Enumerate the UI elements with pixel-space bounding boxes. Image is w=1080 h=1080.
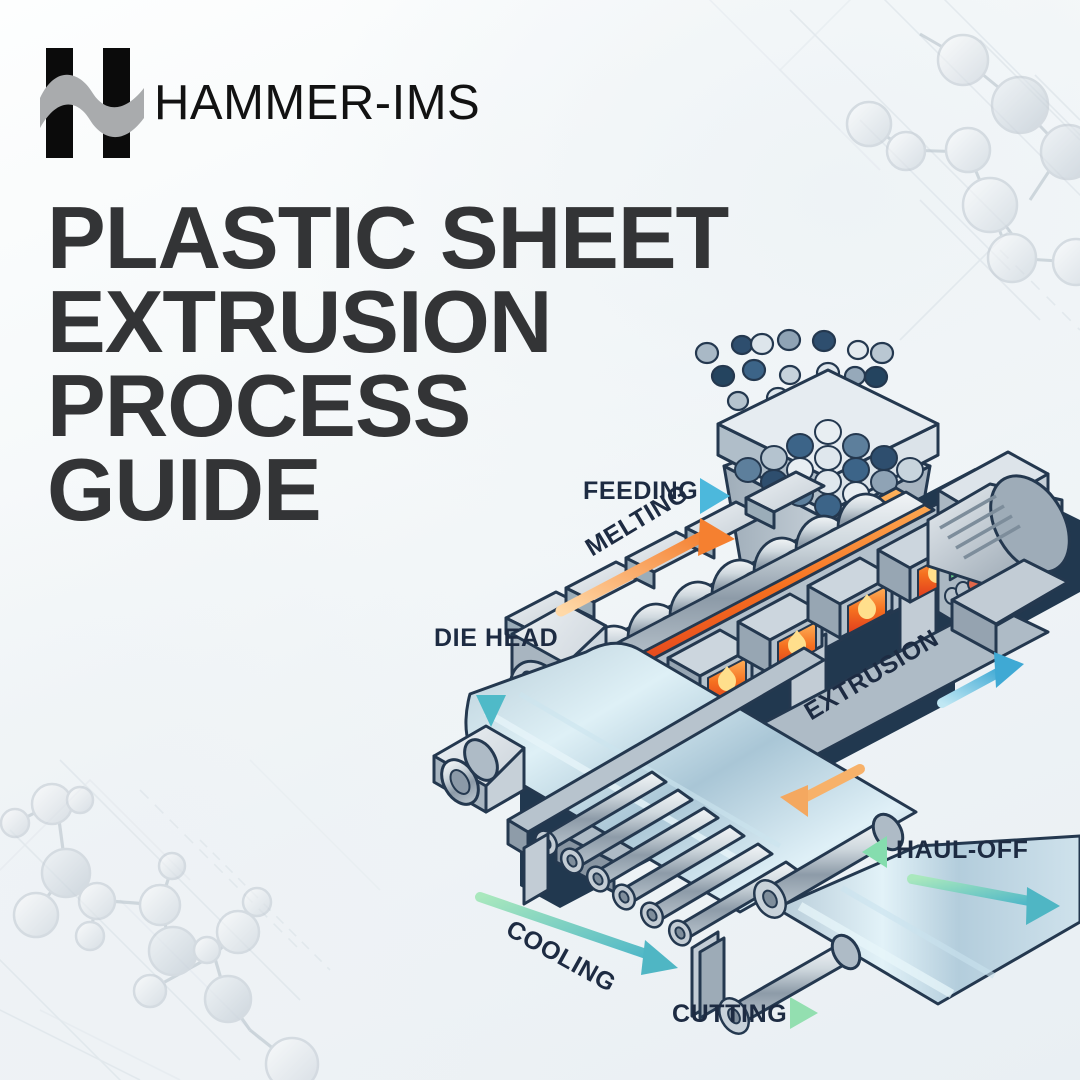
process-label-feeding: FEEDING bbox=[583, 477, 699, 505]
die-head-arrow-icon bbox=[476, 659, 506, 727]
haul-off-flow-arrow-icon bbox=[907, 874, 1060, 925]
brand-logo: HAMMER-IMS bbox=[40, 44, 480, 162]
haul-off-roller-bottom bbox=[718, 933, 862, 1035]
process-label-die-head: DIE HEAD bbox=[434, 624, 559, 652]
title-line-4: GUIDE bbox=[47, 440, 322, 540]
title-line-1: PLASTIC SHEET bbox=[47, 188, 729, 287]
melting-arrow-icon bbox=[555, 518, 735, 617]
title-line-3: PROCESS bbox=[47, 356, 471, 456]
finished-sheet bbox=[774, 834, 1080, 1006]
extrusion-arrow-icon bbox=[780, 652, 1024, 817]
haul-off-section bbox=[718, 812, 1080, 1035]
process-label-cutting: CUTTING bbox=[672, 1000, 788, 1028]
haul-off-arrow-icon bbox=[862, 836, 887, 868]
cutting-arrow-icon bbox=[790, 997, 818, 1029]
haul-off-roller-top bbox=[753, 812, 905, 919]
cooling-arrow-icon bbox=[475, 892, 678, 975]
hammer-h-wave-logo-icon bbox=[40, 48, 144, 158]
process-arrows bbox=[475, 478, 1060, 1029]
process-label-haul-off: HAUL-OFF bbox=[896, 836, 1029, 864]
brand-name: HAMMER-IMS bbox=[154, 76, 481, 130]
page-title: PLASTIC SHEET EXTRUSION PROCESS GUIDE bbox=[47, 188, 807, 540]
chill-roller-left bbox=[432, 724, 526, 814]
drive-motor bbox=[926, 474, 1071, 656]
title-line-2: EXTRUSION bbox=[47, 272, 552, 372]
feeding-arrow-icon bbox=[700, 478, 730, 514]
